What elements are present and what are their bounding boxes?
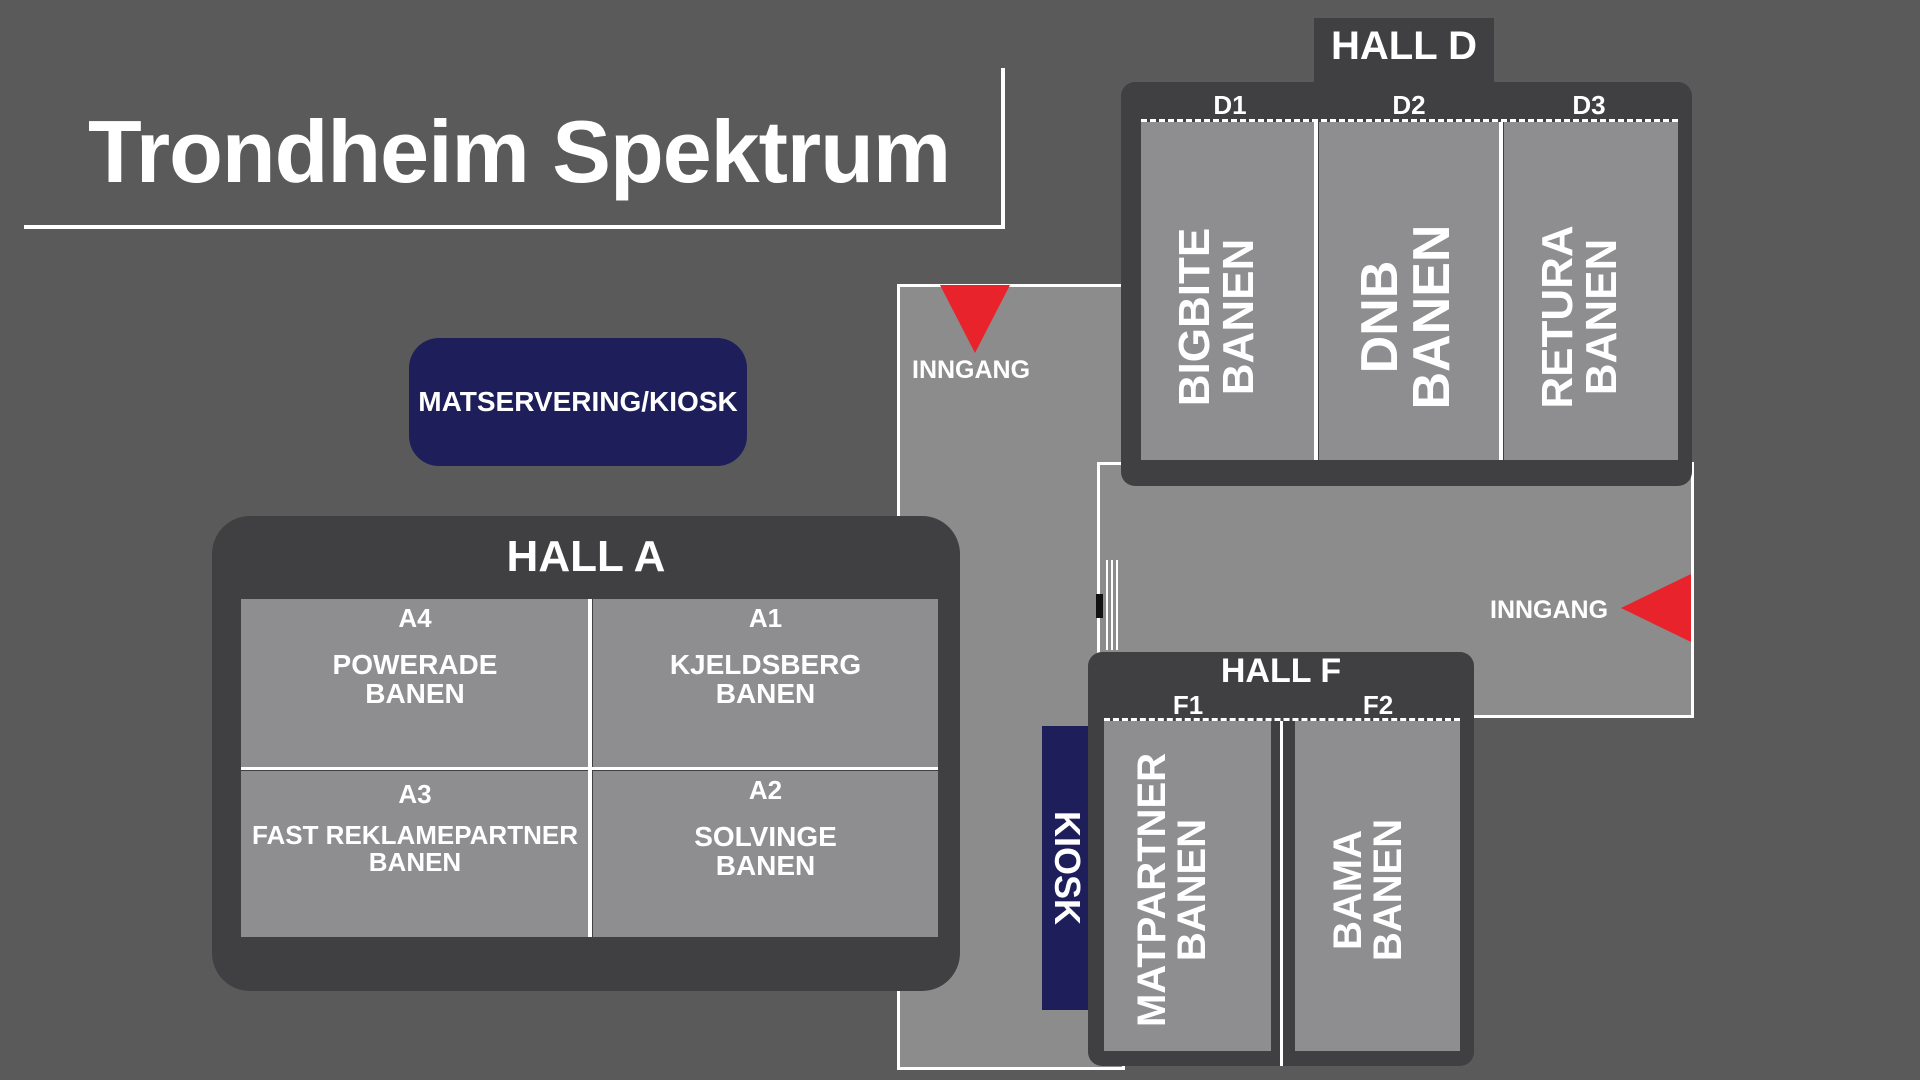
hall-d-tab <box>1314 18 1494 88</box>
court-code: A3 <box>398 779 432 809</box>
kiosk-side <box>1042 726 1088 1010</box>
court-divider <box>1280 721 1283 1066</box>
food-service-label: MATSERVERING/KIOSK <box>418 386 738 417</box>
court-name: KJELDSBERG BANEN <box>669 649 862 710</box>
court-d2 <box>1319 122 1499 460</box>
entrance-top-label: INNGANG <box>912 356 1031 384</box>
door-marker <box>1096 594 1103 618</box>
court-code: A2 <box>748 775 783 805</box>
hall-f-label: HALL F <box>1220 652 1342 690</box>
court-f1-name: MATPARTNER BANEN <box>1130 752 1214 1028</box>
court-a2: A2 SOLVINGE BANEN <box>593 771 938 937</box>
court-code-f1: F1 <box>1172 690 1204 720</box>
page-title: Trondheim Spektrum <box>88 102 951 201</box>
title-underline <box>24 225 1005 229</box>
entrance-top-icon <box>940 285 1010 353</box>
court-d1 <box>1141 122 1314 460</box>
court-name: POWERADE BANEN <box>332 649 498 710</box>
court-code-d1: D1 <box>1213 90 1247 120</box>
court-code-f2: F2 <box>1362 690 1394 720</box>
hall-a-label: HALL A <box>506 532 666 581</box>
court-a3: A3 FAST REKLAMEPARTNER BANEN <box>241 771 589 937</box>
court-code-d3: D3 <box>1572 90 1606 120</box>
kiosk-side-label: KIOSK <box>1047 810 1088 925</box>
entrance-right-icon <box>1621 574 1691 642</box>
court-divider <box>1499 122 1503 460</box>
title-side-line <box>1001 68 1005 229</box>
court-a4: A4 POWERADE BANEN <box>241 599 589 767</box>
court-f1 <box>1104 721 1271 1051</box>
court-d3-name: RETURA BANEN <box>1533 225 1626 409</box>
court-name: FAST REKLAMEPARTNER BANEN <box>252 820 578 878</box>
court-d2-name: DNB BANEN <box>1351 224 1461 410</box>
hall-f-dashed-line <box>1104 718 1460 721</box>
court-d1-name: BIGBITE BANEN <box>1170 227 1263 407</box>
court-f2 <box>1295 721 1460 1051</box>
entrance-right-label: INNGANG <box>1490 596 1609 624</box>
food-service-area: MATSERVERING/KIOSK <box>409 338 747 466</box>
door-lines <box>1106 560 1120 650</box>
court-code-d2: D2 <box>1392 90 1426 120</box>
court-code: A1 <box>748 603 783 633</box>
court-f2-name: BAMA BANEN <box>1326 818 1410 962</box>
court-code: A4 <box>398 603 432 633</box>
court-name: SOLVINGE BANEN <box>694 821 837 882</box>
hall-d-dashed-line <box>1141 119 1678 122</box>
court-divider <box>241 767 938 770</box>
court-a1: A1 KJELDSBERG BANEN <box>593 599 938 767</box>
court-d3 <box>1504 122 1678 460</box>
court-divider <box>1314 122 1318 460</box>
hall-d-label: HALL D <box>1331 24 1477 68</box>
